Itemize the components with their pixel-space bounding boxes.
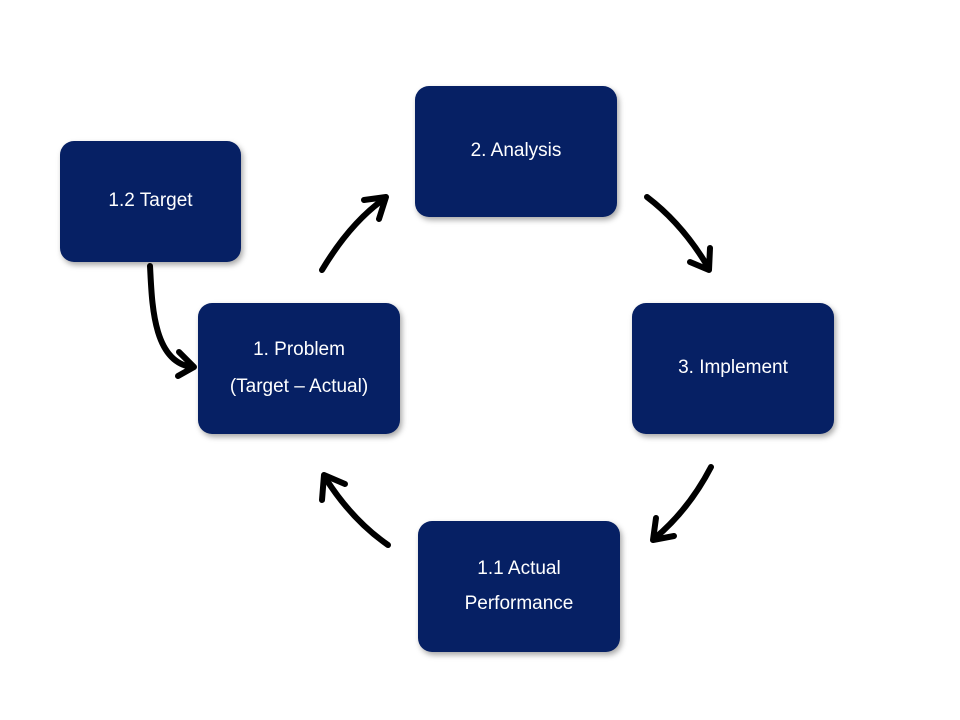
actual-node-label: 1.1 Actual: [477, 557, 561, 579]
target-node: 1.2 Target: [60, 141, 241, 262]
problem-node-label: 1. Problem: [253, 338, 345, 360]
arrow-analysis-to-implement: [644, 194, 713, 273]
arrow-problem-to-analysis: [319, 194, 389, 273]
arrow-shaft: [323, 476, 391, 548]
target-node-label: 1.2 Target: [108, 190, 193, 212]
implement-node: 3. Implement: [632, 303, 834, 434]
arrow-shaft: [147, 263, 195, 370]
arrow-shaft: [644, 194, 711, 270]
arrow-head: [361, 194, 389, 222]
analysis-node-label: 2. Analysis: [470, 140, 562, 162]
actual-node: 1.1 Actual Performance: [418, 521, 620, 652]
arrow-shaft: [652, 464, 714, 541]
analysis-node: 2. Analysis: [415, 86, 617, 217]
arrow-actual-to-problem: [319, 472, 391, 548]
arrow-target-to-problem: [147, 263, 197, 379]
arrow-head: [687, 245, 713, 273]
arrow-implement-to-actual: [650, 464, 714, 543]
problem-node-sublabel: (Target – Actual): [229, 375, 369, 397]
arrow-shaft: [319, 196, 387, 273]
arrow-head: [319, 472, 348, 503]
implement-node-label: 3. Implement: [678, 357, 788, 379]
arrow-head: [175, 349, 197, 379]
problem-node: 1. Problem (Target – Actual): [198, 303, 400, 434]
actual-node-sublabel: Performance: [464, 592, 574, 614]
arrow-head: [650, 515, 677, 543]
